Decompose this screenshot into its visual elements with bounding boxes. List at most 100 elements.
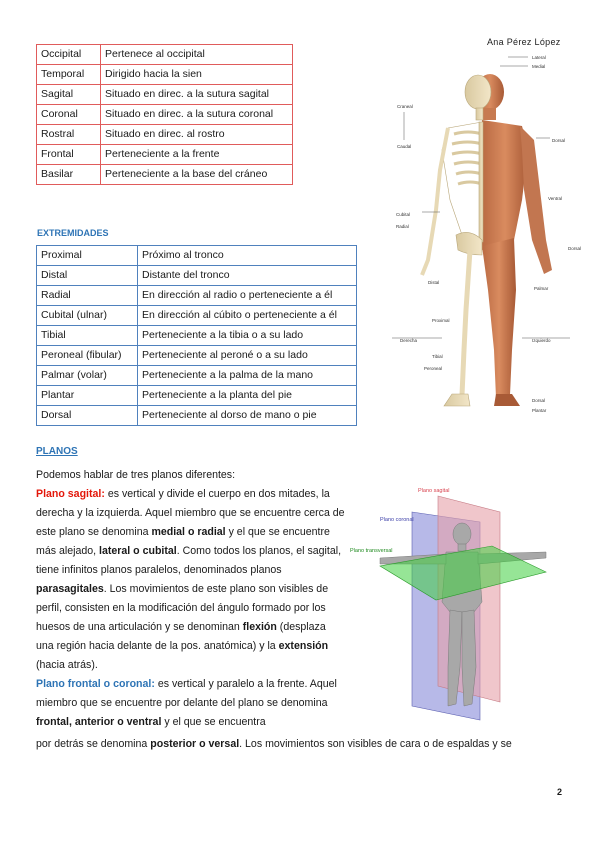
extremity-term-term: Cubital (ulnar) (36, 305, 138, 326)
label-tibial: Tibial (432, 354, 443, 359)
extremity-term-description: Perteneciente a la palma de la mano (137, 365, 357, 386)
skull-term-term: Frontal (36, 144, 101, 165)
skull-term-term: Coronal (36, 104, 101, 125)
human-model (379, 522, 547, 707)
extremity-term-term: Distal (36, 265, 138, 286)
term-posterior: posterior o versal (150, 738, 240, 750)
extremity-term-term: Palmar (volar) (36, 365, 138, 386)
sagital-text: (desplaza una región hacia delante de la… (36, 621, 326, 652)
extremity-term-description: Perteneciente al peroné o a su lado (137, 345, 357, 366)
label-ventral: Ventral (548, 196, 562, 201)
extremity-term-row: Peroneal (fibular)Perteneciente al peron… (36, 345, 357, 366)
sagital-text: es vertical y divide el cuerpo en dos mi… (36, 488, 345, 538)
label-dorsal-foot: Dorsal (532, 398, 545, 403)
label-palmar: Palmar (534, 286, 549, 291)
extremity-term-term: Proximal (36, 245, 138, 266)
skull-term-description: Perteneciente a la frente (100, 144, 293, 165)
anatomical-planes-figure: Plano sagital Plano coronal Plano transv… (350, 488, 547, 721)
term-lateral-cubital: lateral o cubital (99, 545, 177, 557)
label-peroneal: Peroneal (424, 366, 442, 371)
frontal-text: por detrás se denomina (36, 738, 151, 750)
planos-body-text: Podemos hablar de tres planos diferentes… (36, 466, 346, 732)
frontal-text: . Los movimientos son visibles de cara o… (239, 738, 512, 750)
extremity-term-term: Radial (36, 285, 138, 306)
sagital-label: Plano sagital: (36, 488, 105, 500)
sagital-text: . Los movimientos de este plano son visi… (36, 583, 329, 633)
label-proximal: Proximal (432, 318, 450, 323)
skull-term-description: Pertenece al occipital (100, 44, 293, 65)
extremity-term-description: Próximo al tronco (137, 245, 357, 266)
planos-title: PLANOS (36, 446, 78, 457)
label-lateral: Lateral (532, 55, 546, 60)
label-dorsal-hand: Dorsal (568, 246, 581, 251)
term-parasagitales: parasagitales (36, 583, 104, 595)
label-dorsal-back: Dorsal (552, 138, 565, 143)
sagital-text: y el que se encuentre más alejado, (36, 526, 330, 557)
label-plano-transversal: Plano transversal (350, 548, 393, 554)
extremity-term-description: Distante del tronco (137, 265, 357, 286)
extremity-term-term: Peroneal (fibular) (36, 345, 138, 366)
frontal-continuation: por detrás se denomina posterior o versa… (36, 735, 512, 754)
extremity-term-description: Perteneciente a la tibia o a su lado (137, 325, 357, 346)
frontal-text: y el que se encuentra (161, 716, 266, 728)
skeleton-half (420, 74, 492, 407)
skull-term-term: Sagital (36, 84, 101, 105)
skull-term-description: Situado en direc. a la sutura sagital (100, 84, 293, 105)
skin-half (476, 74, 552, 406)
page-number: 2 (557, 787, 563, 797)
term-flexion: flexión (242, 621, 277, 633)
extremity-term-description: En dirección al cúbito o perteneciente a… (137, 305, 357, 326)
skull-term-term: Rostral (36, 124, 101, 145)
label-plano-sagital: Plano sagital (418, 488, 450, 494)
label-izquierda: Izquierdo (532, 338, 551, 343)
frontal-paragraph: Plano frontal o coronal: es vertical y p… (36, 675, 346, 732)
term-frontal-anterior: frontal, anterior o ventral (36, 716, 162, 728)
extremity-term-description: Perteneciente al dorso de mano o pie (137, 405, 357, 426)
label-radial: Radial (396, 224, 409, 229)
label-medial: Medial (532, 64, 545, 69)
extremity-term-description: Perteneciente a la planta del pie (137, 385, 357, 406)
author-name: Ana Pérez López (487, 37, 561, 47)
skull-term-term: Occipital (36, 44, 101, 65)
extremidades-title: EXTREMIDADES (37, 228, 109, 238)
skull-term-description: Perteneciente a la base del cráneo (100, 164, 293, 185)
sagital-paragraph: Plano sagital: es vertical y divide el c… (36, 485, 346, 675)
extremity-term-description: En dirección al radio o perteneciente a … (137, 285, 357, 306)
extremity-term-term: Plantar (36, 385, 138, 406)
extremity-term-row: Palmar (volar)Perteneciente a la palma d… (36, 365, 357, 386)
sagital-text: . Como todos los planos, el sagital, tie… (36, 545, 342, 576)
skull-term-description: Dirigido hacia la sien (100, 64, 293, 85)
anatomical-body-figure: Lateral Medial Craneal Caudal Dorsal Ven… (392, 55, 581, 413)
label-craneal: Craneal (397, 104, 413, 109)
term-extension: extensión (278, 640, 329, 652)
skull-term-term: Basilar (36, 164, 101, 185)
extremity-term-term: Tibial (36, 325, 138, 346)
label-distal: Distal (428, 280, 439, 285)
skull-term-term: Temporal (36, 64, 101, 85)
frontal-label: Plano frontal o coronal: (36, 678, 155, 690)
sagital-text: (hacia atrás). (36, 659, 98, 671)
skull-term-description: Situado en direc. al rostro (100, 124, 293, 145)
label-derecha: Derecha (400, 338, 418, 343)
label-plantar: Plantar (532, 408, 547, 413)
label-plano-coronal: Plano coronal (380, 517, 414, 523)
label-cubital: Cubital (396, 212, 410, 217)
term-medial-radial: medial o radial (151, 526, 226, 538)
transverse-plane (379, 545, 547, 601)
extremity-term-term: Dorsal (36, 405, 138, 426)
frontal-text: es vertical y paralelo a la frente. Aque… (36, 678, 337, 709)
